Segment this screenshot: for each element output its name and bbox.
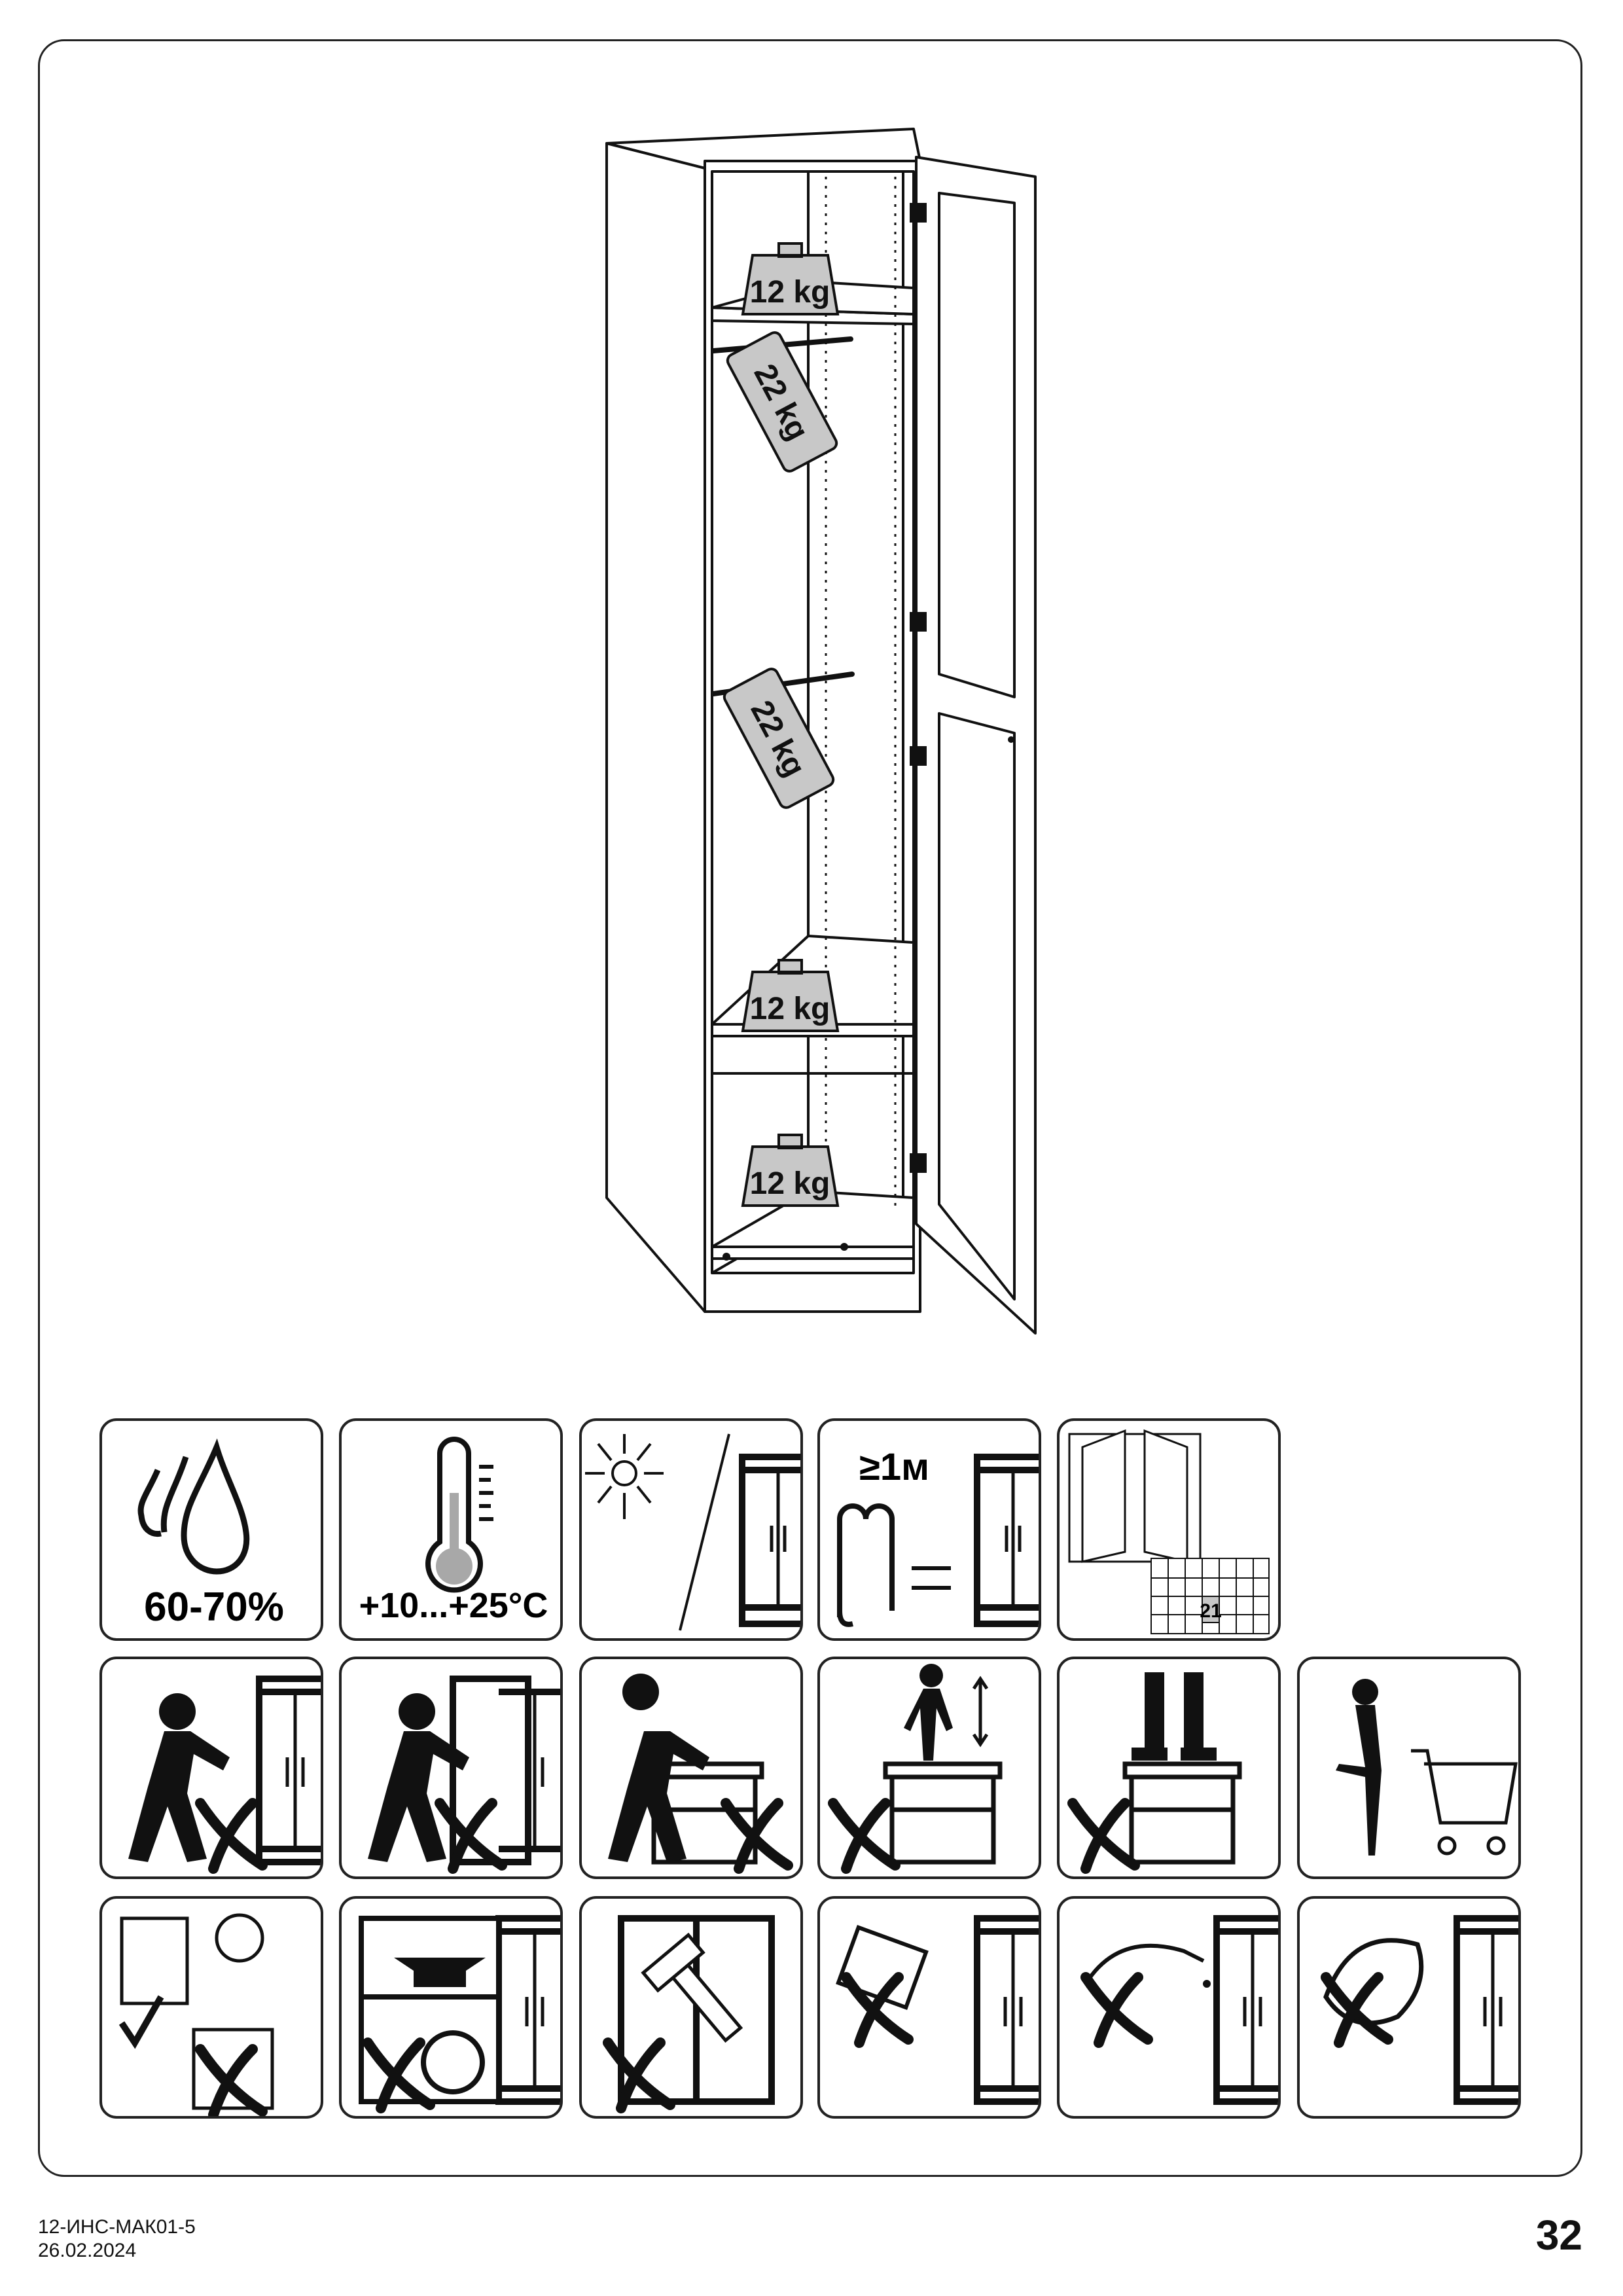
- svg-text:+10...+25°C: +10...+25°C: [359, 1586, 548, 1625]
- door: [915, 156, 1037, 1335]
- page-frame: [38, 39, 1582, 2177]
- wardrobe-illustration: 12 kg 22 kg 22 kg 12 kg 12 kg: [605, 128, 1037, 1335]
- humidity-icon: 60-70%: [99, 1418, 323, 1641]
- no-pushing-icon: [99, 1657, 323, 1879]
- distance-from-heater-icon: ≥1м: [817, 1418, 1041, 1641]
- page-number: 32: [1535, 2212, 1582, 2259]
- no-leaning-icon: [339, 1657, 563, 1879]
- no-sitting-icon: [579, 1657, 803, 1879]
- svg-text:60-70%: 60-70%: [144, 1585, 284, 1630]
- no-hammering-icon: [579, 1896, 803, 2119]
- left-side-panel: [605, 142, 706, 1313]
- weight-tag-top-shelf: 12 kg: [741, 242, 840, 315]
- doc-code: 12-ИНС-МАК01-5: [38, 2216, 196, 2238]
- svg-text:21: 21: [1200, 1600, 1221, 1622]
- ventilation-calendar-icon: 21: [1057, 1418, 1281, 1641]
- doc-date: 26.02.2024: [38, 2240, 137, 2261]
- svg-text:12 kg: 12 kg: [750, 1166, 830, 1201]
- no-liquid-icon: [1057, 1896, 1281, 2119]
- no-stepping-on-icon: [1057, 1657, 1281, 1879]
- temperature-icon: +10...+25°C: [339, 1418, 563, 1641]
- weight-tag-middle-shelf: 12 kg: [741, 959, 840, 1032]
- no-wet-cloth-icon: [1297, 1896, 1521, 2119]
- no-abrasive-icon: [817, 1896, 1041, 2119]
- weight-tag-bottom: 12 kg: [741, 1134, 840, 1207]
- no-heavy-load-icon: [339, 1896, 563, 2119]
- no-direct-sunlight-icon: [579, 1418, 803, 1641]
- svg-text:≥1м: ≥1м: [859, 1446, 929, 1488]
- svg-text:12 kg: 12 kg: [750, 275, 830, 310]
- no-moving-with-cart-icon: [1297, 1657, 1521, 1879]
- svg-text:12 kg: 12 kg: [750, 992, 830, 1026]
- footer-doc-info: 12-ИНС-МАК01-5 26.02.2024: [38, 2215, 196, 2263]
- no-standing-on-icon: [817, 1657, 1041, 1879]
- back-panel: [807, 170, 904, 1219]
- correct-lifting-icon: [99, 1896, 323, 2119]
